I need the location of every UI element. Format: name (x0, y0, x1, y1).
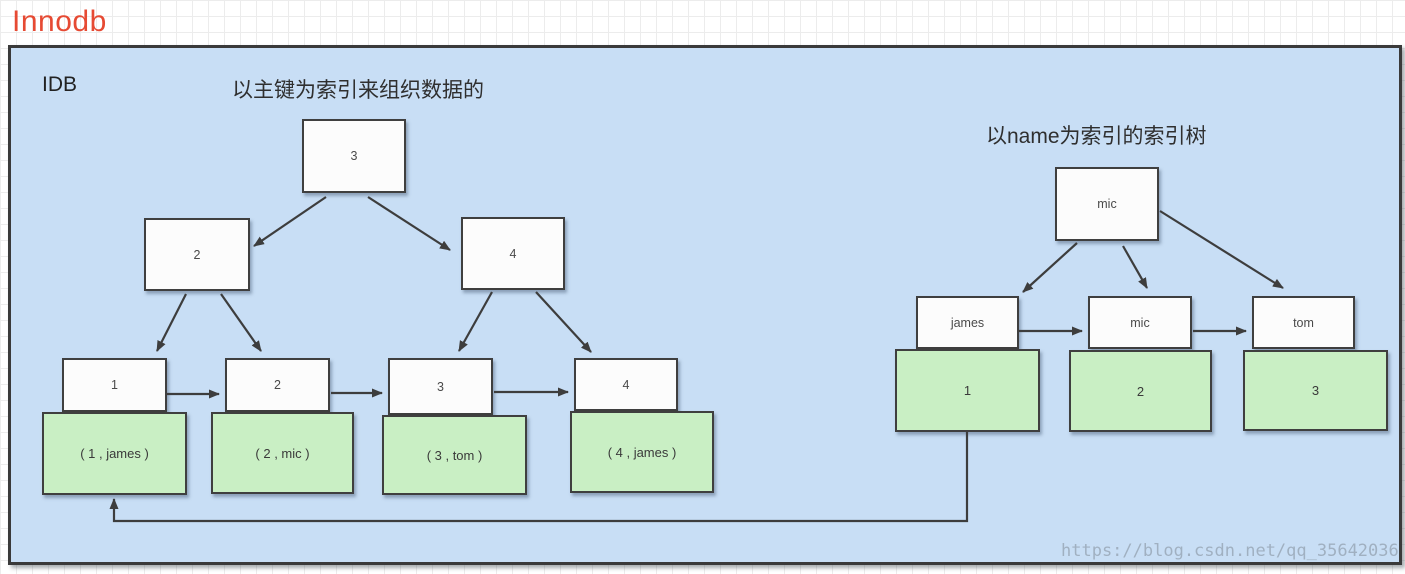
secondary-tree-title: 以name为索引的索引树 (986, 125, 1207, 148)
primary-internal-node-4: 4 (461, 217, 565, 290)
panel-label: IDB (42, 73, 78, 96)
primary-root-node: 3 (302, 119, 406, 193)
primary-leaf-key-3: 3 (388, 358, 493, 415)
secondary-root-node: mic (1055, 167, 1159, 241)
secondary-leaf-key-james: james (916, 296, 1019, 349)
secondary-leaf-key-mic: mic (1088, 296, 1192, 349)
page-title: Innodb (12, 5, 107, 38)
diagram-panel: IDB 以主键为索引来组织数据的 以name为索引的索引树 3 2 4 1 2 … (8, 45, 1402, 565)
primary-record-1: ( 1 , james ) (42, 412, 187, 495)
secondary-record-1: 1 (895, 349, 1040, 432)
secondary-record-2: 2 (1069, 350, 1212, 432)
primary-tree-title: 以主键为索引来组织数据的 (232, 79, 484, 102)
primary-record-3: ( 3 , tom ) (382, 415, 527, 495)
secondary-leaf-key-tom: tom (1252, 296, 1355, 349)
primary-leaf-key-1: 1 (62, 358, 167, 412)
primary-leaf-key-4: 4 (574, 358, 678, 411)
secondary-record-3: 3 (1243, 350, 1388, 431)
primary-record-2: ( 2 , mic ) (211, 412, 354, 494)
primary-leaf-key-2: 2 (225, 358, 330, 412)
primary-record-4: ( 4 , james ) (570, 411, 714, 493)
watermark: https://blog.csdn.net/qq_35642036 (1061, 541, 1399, 561)
primary-internal-node-2: 2 (144, 218, 250, 291)
